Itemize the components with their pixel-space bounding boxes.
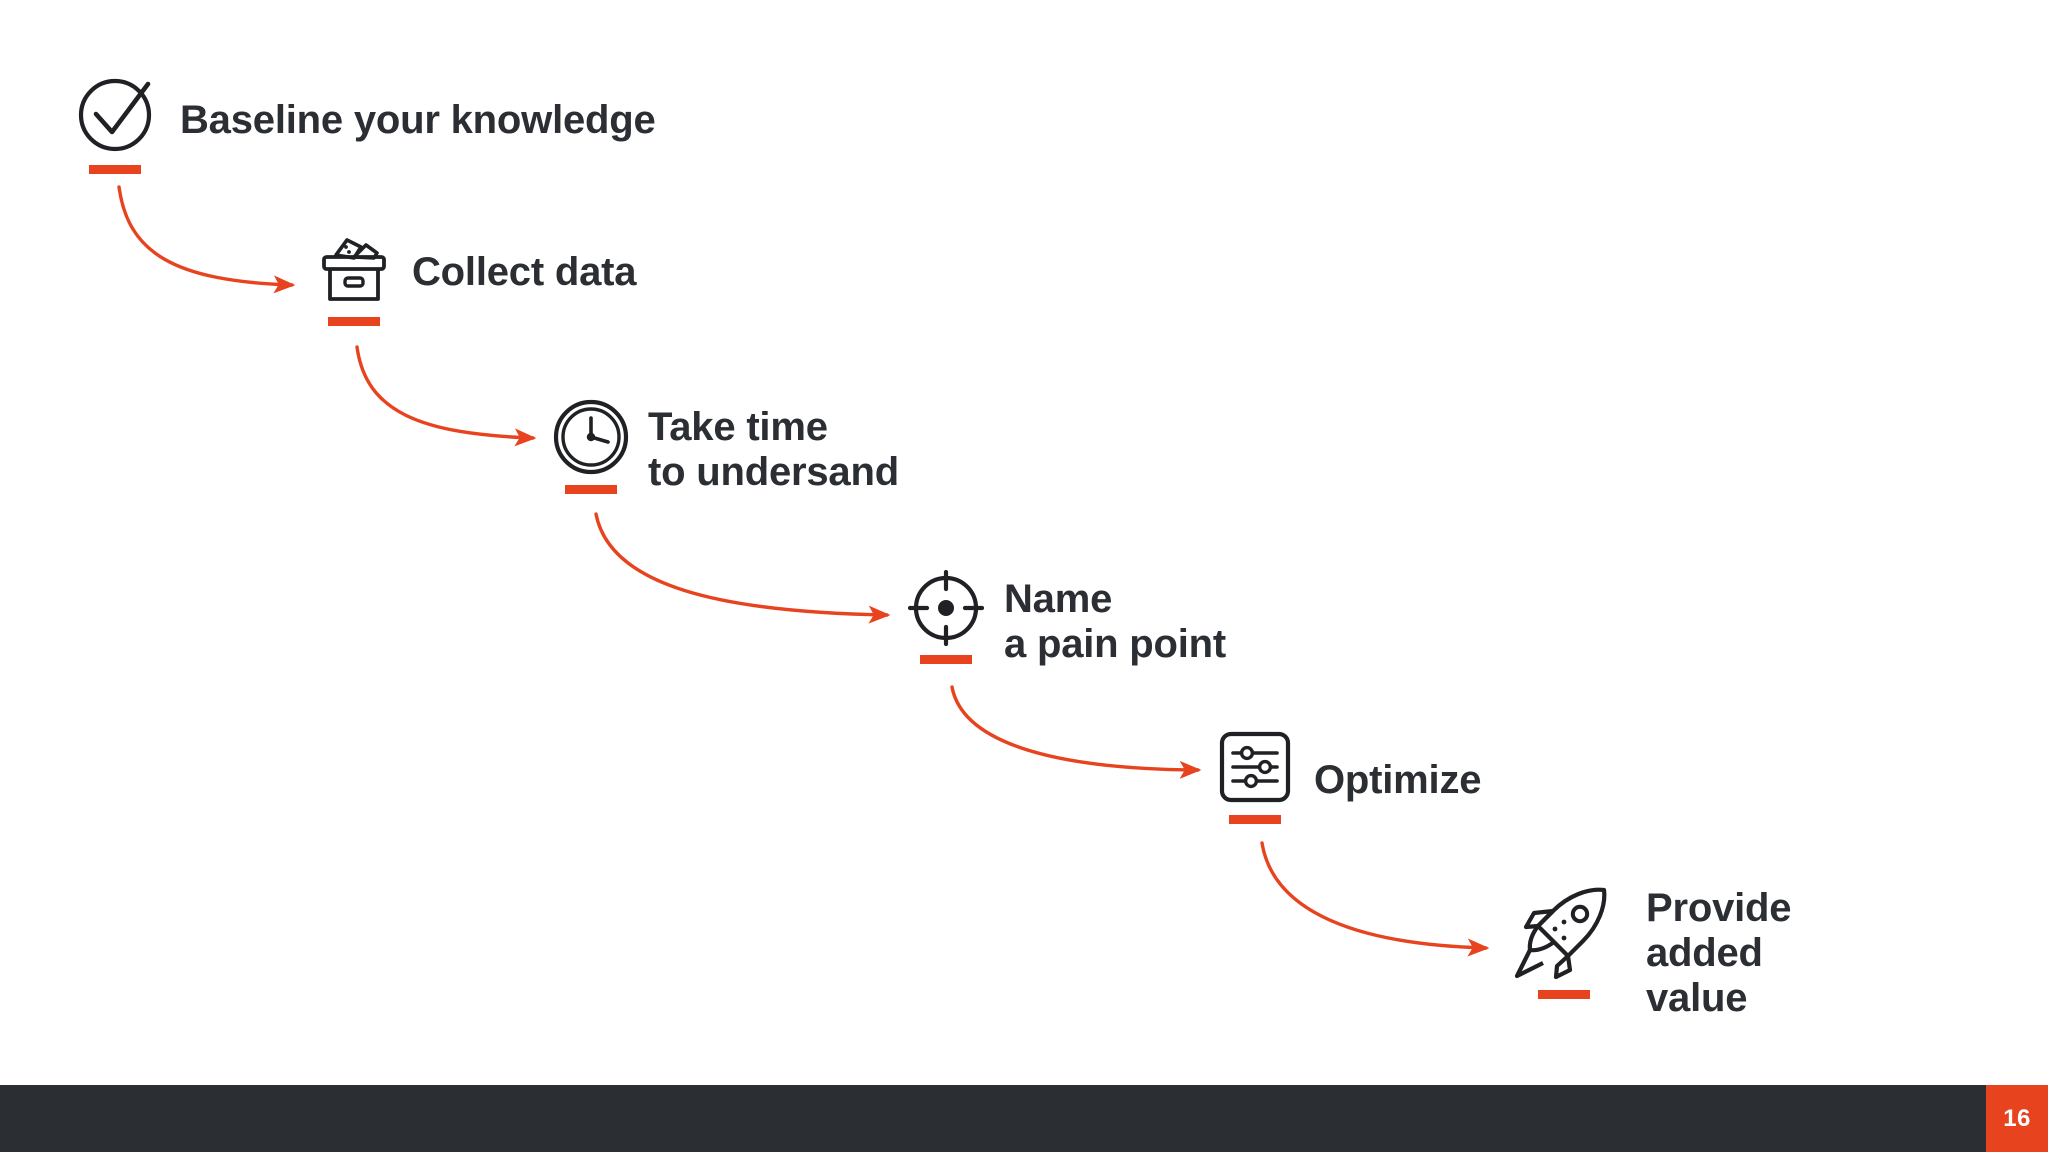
step-label: Take time to undersand: [648, 405, 899, 494]
step-collect-data[interactable]: Collect data: [314, 228, 637, 326]
connector-1-to-2: [117, 185, 296, 294]
step-accent-rule: [1538, 990, 1590, 999]
step-icon-column: [72, 70, 158, 174]
slide-footer-bar: 16: [0, 1085, 2048, 1152]
step-accent-rule: [920, 655, 972, 664]
step-icon-column: [907, 569, 985, 664]
step-icon-column: [1216, 728, 1294, 824]
connector-3-to-4: [594, 512, 891, 624]
connector-5-to-6: [1260, 841, 1490, 957]
archive-box-icon: [314, 228, 394, 308]
connector-2-to-3: [355, 345, 537, 447]
step-accent-rule: [1229, 815, 1281, 824]
step-optimize[interactable]: Optimize: [1216, 728, 1482, 824]
step-baseline-your-knowledge[interactable]: Baseline your knowledge: [72, 70, 656, 174]
step-icon-column: [1512, 880, 1616, 999]
connector-4-to-5: [950, 685, 1202, 779]
page-number-badge: 16: [1986, 1085, 2048, 1152]
step-icon-column: [314, 228, 394, 326]
step-take-time-to-understand[interactable]: Take time to undersand: [552, 398, 899, 495]
crosshair-target-icon: [907, 569, 985, 647]
sliders-settings-icon: [1216, 728, 1294, 806]
step-accent-rule: [328, 317, 380, 326]
step-label: Provide added value: [1646, 886, 1792, 1020]
check-circle-icon: [72, 70, 158, 156]
step-label: Optimize: [1314, 758, 1482, 802]
step-provide-added-value[interactable]: Provide added value: [1500, 880, 1792, 1020]
step-label: Name a pain point: [1004, 577, 1227, 666]
page-number: 16: [2003, 1104, 2031, 1132]
step-accent-rule: [89, 165, 141, 174]
clock-icon: [552, 398, 630, 476]
step-label: Collect data: [412, 250, 637, 294]
step-name-a-pain-point[interactable]: Name a pain point: [907, 569, 1227, 667]
rocket-icon: [1512, 880, 1616, 984]
step-label: Baseline your knowledge: [180, 98, 656, 142]
step-accent-rule: [565, 485, 617, 494]
step-icon-column: [552, 398, 630, 494]
